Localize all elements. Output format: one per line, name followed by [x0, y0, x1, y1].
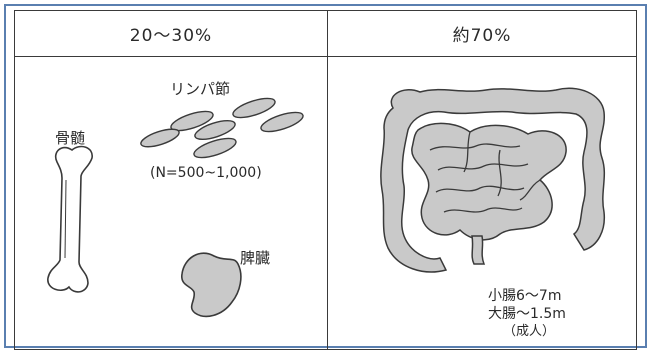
lymph-nodes-label: リンパ節: [170, 80, 231, 98]
adult-note: （成人）: [503, 324, 556, 339]
bone-icon: [47, 145, 93, 293]
distribution-table: 20～30% 約70%: [14, 10, 637, 350]
column-divider: [327, 11, 328, 349]
outer-frame: [4, 4, 647, 348]
header-row: [15, 11, 636, 57]
header-left: 20～30%: [129, 26, 213, 46]
intestine-icon: [380, 87, 606, 273]
spleen-icon: [181, 252, 242, 318]
header-right: 約70%: [452, 26, 512, 46]
lymph-node-icon: [140, 97, 304, 159]
small-intestine-length: 小腸6～7m: [488, 288, 562, 304]
lymph-nodes-count: (N=500~1,000): [150, 165, 262, 181]
bone-marrow-label: 骨髄: [55, 129, 86, 147]
large-intestine-length: 大腸～1.5m: [488, 306, 566, 322]
spleen-label: 脾臓: [240, 249, 271, 267]
